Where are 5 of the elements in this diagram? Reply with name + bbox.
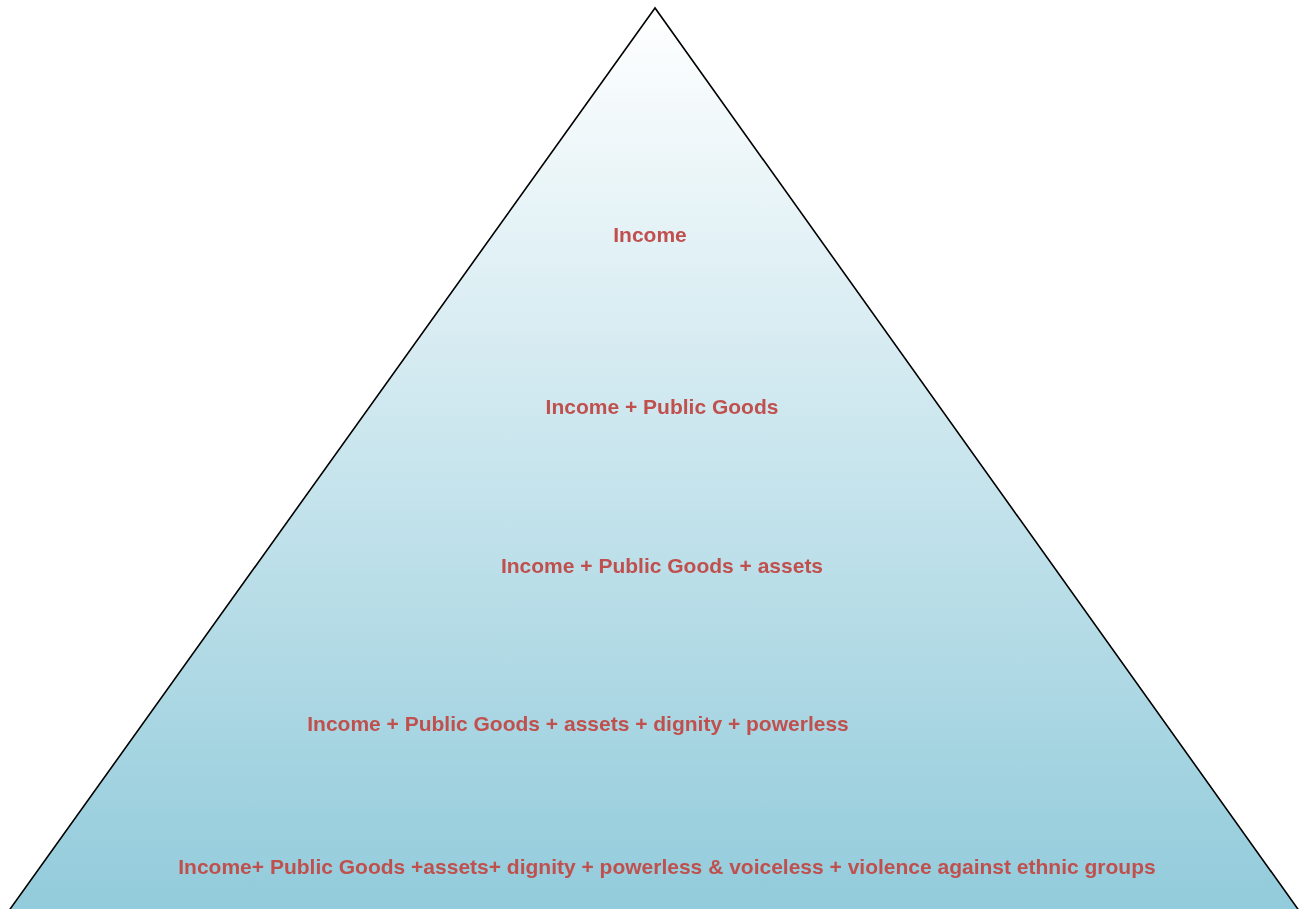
level-label: Income xyxy=(613,223,687,247)
level-label: Income + Public Goods xyxy=(545,395,779,419)
level-label: Income + Public Goods + assets xyxy=(500,554,824,578)
level-label: Income+ Public Goods +assets+ dignity + powerless & voiceless + violence against ethnic groups xyxy=(178,855,1156,879)
level-label: Income + Public Goods + assets + dignity + powerless xyxy=(307,712,849,736)
